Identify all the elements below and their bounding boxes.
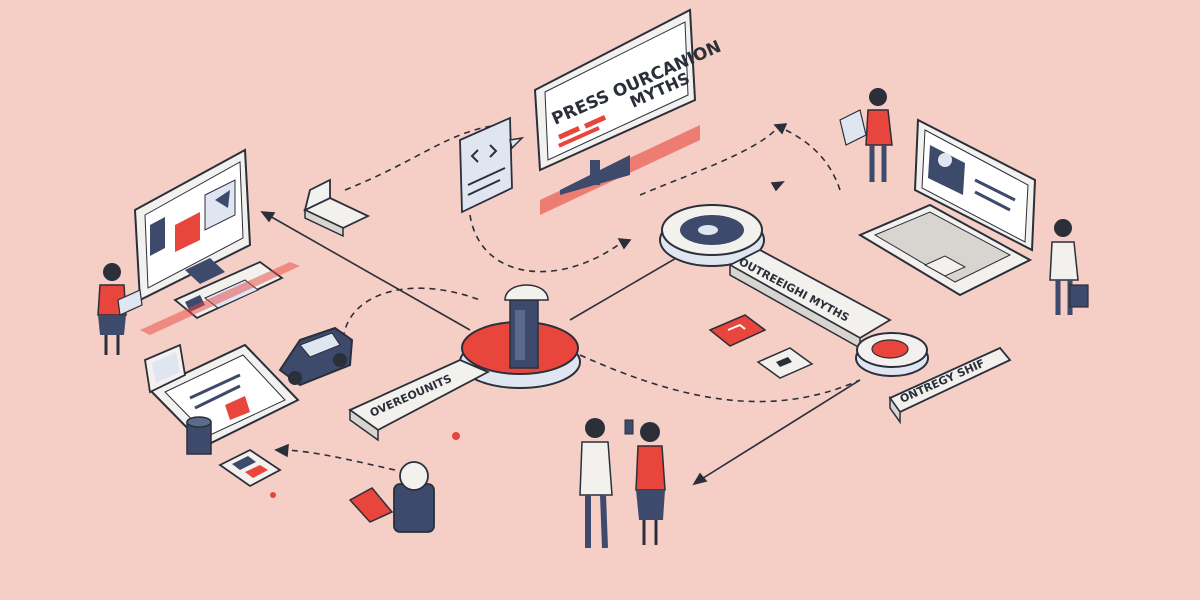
hub-disc-icon (459, 321, 581, 389)
connection-lines (279, 124, 861, 471)
dashed-line-right-loop (639, 124, 781, 196)
code-card-icon (459, 116, 525, 214)
dashed-line-lower (579, 354, 861, 403)
cup-icon (186, 416, 212, 455)
solid-arrows (260, 123, 861, 486)
radar-disc-icon (659, 204, 765, 267)
dashed-line-left-bottom (279, 449, 396, 471)
dashed-line-center-up (469, 214, 626, 273)
laptop-icon (144, 343, 300, 448)
dot-left (452, 432, 460, 440)
person-woman-left (97, 263, 143, 355)
dashed-line-right-top (774, 124, 841, 191)
left-label-bar: OVEREOUNITS (348, 359, 491, 442)
folded-tile-icon (302, 178, 371, 238)
billboard-monitor: PRESS OURCANION MYTHS (533, 8, 724, 215)
desktop-monitor-icon (133, 148, 300, 335)
person-tablet (839, 88, 893, 182)
arrow-tile-icon (708, 314, 767, 347)
arrow-tile-2-icon (756, 347, 814, 379)
jar-icon (348, 461, 435, 533)
calculator-icon (218, 448, 282, 488)
person-bag (1049, 219, 1089, 315)
dashed-line-top (344, 124, 501, 191)
car-icon (278, 326, 354, 387)
button-disc-icon (855, 332, 929, 377)
person-couple (579, 418, 666, 549)
dot-lower (270, 492, 276, 498)
hub-cylinder-icon (504, 284, 549, 369)
profile-monitor-icon (857, 118, 1037, 297)
dashed-line-left-mid (342, 287, 481, 361)
billboard-red-bars (558, 115, 607, 148)
